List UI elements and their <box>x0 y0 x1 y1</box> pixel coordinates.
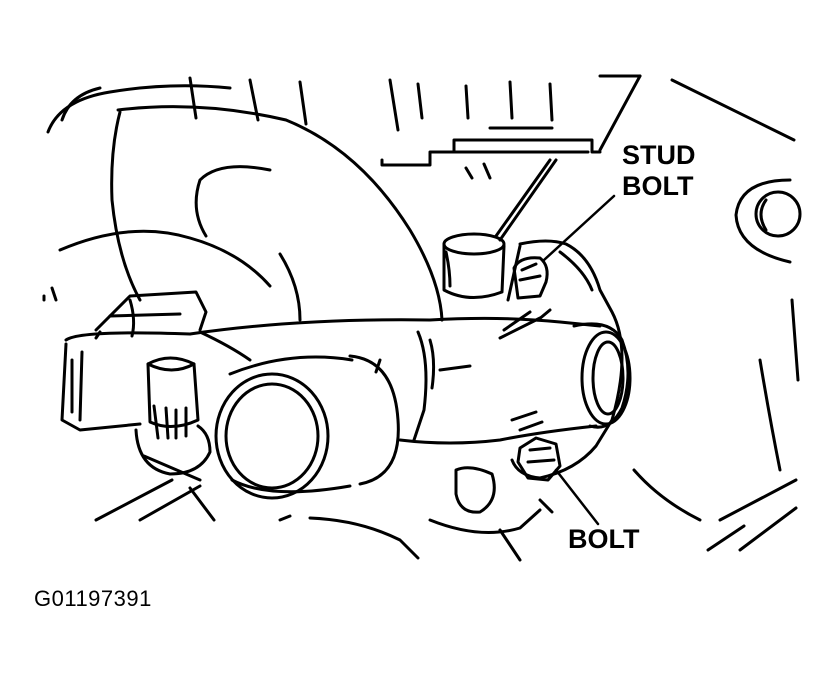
bolt-label: BOLT <box>568 524 640 554</box>
engine-right-side <box>670 78 802 552</box>
thermostat-housing <box>188 308 632 445</box>
engine-block-outline <box>42 76 444 322</box>
housing-left <box>60 290 472 432</box>
pipe-cap <box>442 232 506 299</box>
temperature-sensor <box>94 356 216 522</box>
figure-id: G01197391 <box>34 586 152 611</box>
stud-bolt-label-line2: BOLT <box>622 171 694 201</box>
bolt <box>516 436 600 526</box>
stud-bolt-label-line1: STUD <box>622 140 696 170</box>
lower-engine <box>428 466 702 562</box>
stud-bolt <box>512 194 616 300</box>
top-bracket <box>380 74 642 242</box>
outlet-pipe <box>214 354 420 560</box>
housing-flange <box>506 239 624 480</box>
